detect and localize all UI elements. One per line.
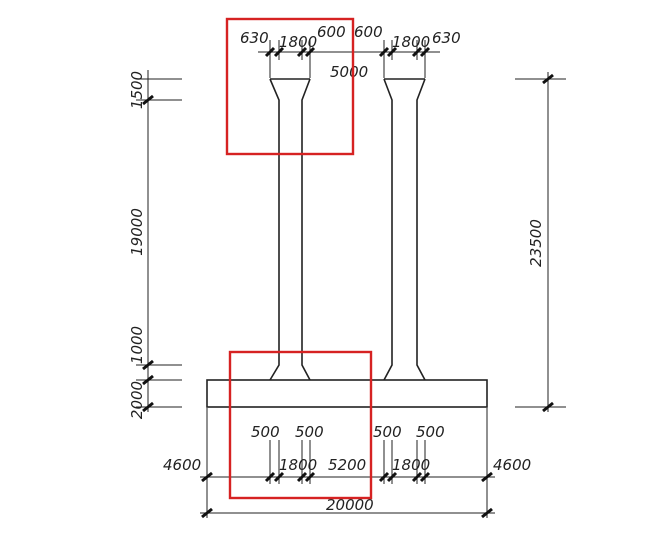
dim-bottom-1800-left: 1800 <box>279 456 317 474</box>
dim-left-1000: 1000 <box>128 326 146 364</box>
dim-bottom-5200: 5200 <box>328 456 366 474</box>
dim-total-20000: 20000 <box>326 496 374 514</box>
dim-top-600-right: 600 <box>354 23 383 41</box>
footing-slab <box>206 379 488 408</box>
dim-bottom-500-d: 500 <box>416 423 445 441</box>
left-column <box>269 78 311 381</box>
dim-left-1500: 1500 <box>128 71 146 109</box>
dim-bottom-4600-left: 4600 <box>163 456 201 474</box>
dim-top-1800-left: 1800 <box>279 33 317 51</box>
dim-top-630-right: 630 <box>432 29 461 47</box>
bottom-dimension-chain <box>200 408 495 518</box>
highlight-box-bottom <box>228 350 373 500</box>
dim-top-1800-right: 1800 <box>392 33 430 51</box>
dim-right-23500: 23500 <box>527 219 545 267</box>
right-dimension-chain <box>515 72 566 413</box>
top-dimension-chain <box>258 40 440 78</box>
dim-left-19000: 19000 <box>128 208 146 256</box>
overall-dimension <box>200 507 495 519</box>
right-column <box>383 78 426 381</box>
dim-bottom-500-c: 500 <box>373 423 402 441</box>
dim-bottom-1800-right: 1800 <box>392 456 430 474</box>
dim-top-5000: 5000 <box>330 63 368 81</box>
dim-bottom-4600-right: 4600 <box>493 456 531 474</box>
dim-bottom-500-a: 500 <box>251 423 280 441</box>
left-dimension-chain <box>136 70 182 413</box>
highlight-box-top <box>225 17 355 156</box>
dim-top-600-left: 600 <box>317 23 346 41</box>
dim-top-630-left: 630 <box>240 29 269 47</box>
dim-left-2000: 2000 <box>128 381 146 419</box>
dim-bottom-500-b: 500 <box>295 423 324 441</box>
